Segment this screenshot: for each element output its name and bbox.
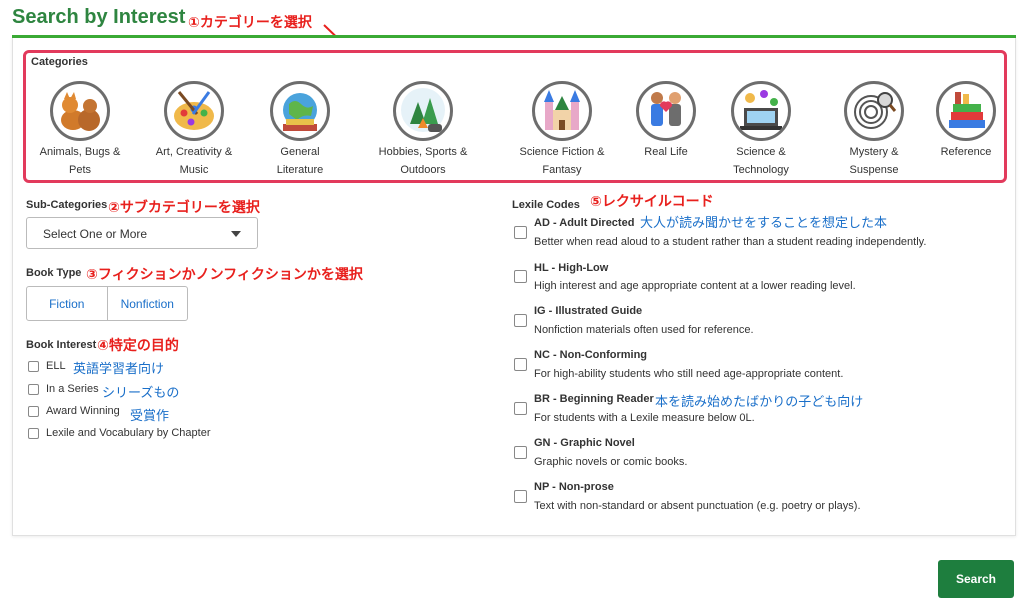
subcategories-placeholder: Select One or More	[43, 227, 148, 241]
art-palette-icon	[164, 81, 224, 141]
lexile-gn-checkbox[interactable]	[514, 446, 527, 459]
lexile-ad-checkbox[interactable]	[514, 226, 527, 239]
lexile-br-checkbox[interactable]	[514, 402, 527, 415]
annotation-book-type: ③フィクションかノンフィクションかを選択	[86, 266, 363, 282]
annotation-ad: 大人が読み聞かせをすることを想定した本	[640, 215, 888, 230]
category-science-fiction[interactable]: Science Fiction &Fantasy	[507, 81, 617, 179]
annotation-categories: ①カテゴリーを選択	[188, 14, 312, 30]
lexile-nc-desc: For high-ability students who still need…	[534, 368, 844, 380]
lexile-ig-title: IG - Illustrated Guide	[534, 305, 643, 317]
globe-books-icon	[270, 81, 330, 141]
award-winning-checkbox[interactable]	[28, 406, 39, 417]
annotation-book-interest: ④特定の目的	[97, 337, 179, 353]
lexile-label: Lexile Codes	[512, 199, 580, 211]
categories-section: Categories Animals, Bugs &Pets	[23, 50, 1007, 183]
annotation-ell: 英語学習者向け	[73, 361, 165, 376]
subcategories-select[interactable]: Select One or More	[26, 217, 258, 249]
laptop-science-icon	[731, 81, 791, 141]
annotation-award: 受賞作	[130, 408, 170, 423]
book-type-toggle: Fiction Nonfiction	[26, 286, 188, 321]
outdoors-icon	[393, 81, 453, 141]
lexile-ad-title: AD - Adult Directed	[534, 217, 635, 229]
books-icon	[936, 81, 996, 141]
category-real-life[interactable]: Real Life	[611, 81, 721, 161]
lexile-nc-checkbox[interactable]	[514, 358, 527, 371]
category-hobbies[interactable]: Hobbies, Sports &Outdoors	[368, 81, 478, 179]
page-title: Search by Interest	[12, 6, 186, 28]
lexile-ig-checkbox[interactable]	[514, 314, 527, 327]
subcategories-label: Sub-Categories	[26, 199, 108, 211]
lexile-hl-checkbox[interactable]	[514, 270, 527, 283]
annotation-series: シリーズもの	[102, 385, 180, 400]
category-art[interactable]: Art, Creativity &Music	[139, 81, 249, 179]
chevron-down-icon	[231, 231, 241, 237]
annotation-br: 本を読み始めたばかりの子ども向け	[655, 394, 864, 409]
lexile-gn-desc: Graphic novels or comic books.	[534, 456, 688, 468]
lexile-vocab-checkbox[interactable]	[28, 428, 39, 439]
fingerprint-icon	[844, 81, 904, 141]
award-winning-label: Award Winning	[46, 405, 120, 417]
lexile-br-desc: For students with a Lexile measure below…	[534, 412, 755, 424]
animals-icon	[50, 81, 110, 141]
title-rule	[12, 35, 1016, 38]
search-button[interactable]: Search	[938, 560, 1014, 598]
in-a-series-label: In a Series	[46, 383, 99, 395]
ell-checkbox[interactable]	[28, 361, 39, 372]
annotation-lexile: ⑤レクサイルコード	[590, 193, 714, 209]
lexile-gn-title: GN - Graphic Novel	[534, 437, 635, 449]
category-mystery[interactable]: Mystery &Suspense	[819, 81, 929, 179]
fiction-button[interactable]: Fiction	[49, 296, 85, 311]
lexile-np-desc: Text with non-standard or absent punctua…	[534, 500, 861, 512]
ell-label: ELL	[46, 360, 66, 372]
category-animals[interactable]: Animals, Bugs &Pets	[25, 81, 135, 179]
lexile-np-title: NP - Non-prose	[534, 481, 614, 493]
family-icon	[636, 81, 696, 141]
book-interest-label: Book Interest	[26, 339, 97, 351]
in-a-series-checkbox[interactable]	[28, 384, 39, 395]
category-reference[interactable]: Reference	[911, 81, 1021, 161]
lexile-hl-title: HL - High-Low	[534, 262, 609, 274]
annotation-subcategories: ②サブカテゴリーを選択	[108, 199, 260, 215]
lexile-np-checkbox[interactable]	[514, 490, 527, 503]
book-type-label: Book Type	[26, 267, 82, 279]
lexile-vocab-label: Lexile and Vocabulary by Chapter	[46, 427, 211, 439]
lexile-nc-title: NC - Non-Conforming	[534, 349, 648, 361]
lexile-ad-desc: Better when read aloud to a student rath…	[534, 236, 927, 248]
lexile-br-title: BR - Beginning Reader	[534, 393, 654, 405]
lexile-ig-desc: Nonfiction materials often used for refe…	[534, 324, 754, 336]
category-science-technology[interactable]: Science &Technology	[706, 81, 816, 179]
lexile-hl-desc: High interest and age appropriate conten…	[534, 280, 856, 292]
castle-icon	[532, 81, 592, 141]
categories-label: Categories	[31, 56, 88, 68]
nonfiction-button[interactable]: Nonfiction	[106, 287, 188, 320]
